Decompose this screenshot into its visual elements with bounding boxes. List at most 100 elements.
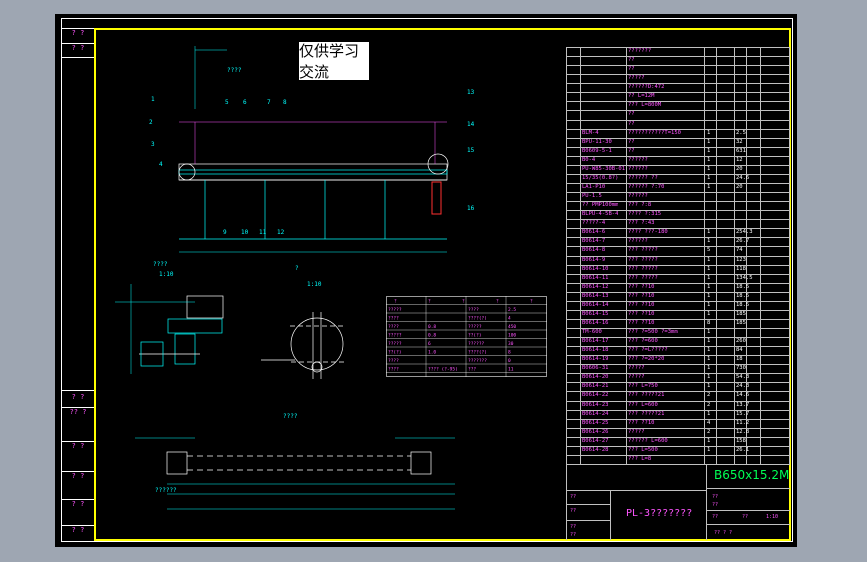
- bom-cell: ??? ??10: [628, 419, 655, 426]
- bom-cell: 11.2: [736, 419, 750, 426]
- tb-label: ??: [712, 514, 719, 520]
- bom-cell: 1: [707, 410, 711, 417]
- bom-cell: 1: [707, 129, 711, 136]
- bom-cell: ??? L=750: [628, 383, 658, 390]
- bom-cell: 185: [736, 310, 746, 317]
- bom-cell: 158: [736, 437, 746, 444]
- bom-cell: B0614-8: [582, 247, 606, 254]
- bom-cell: ??? L=600: [628, 401, 658, 408]
- bom-cell: ??????: [628, 193, 648, 200]
- spec-cell: ????: [388, 324, 399, 330]
- bom-row: B0614-11 ??? ????? 1 134.5: [566, 273, 790, 283]
- bom-cell: 18.5: [736, 292, 750, 299]
- bom-cell: 1: [707, 292, 711, 299]
- bom-cell: ?????? ?:70: [628, 183, 665, 190]
- bom-cell: ??? ??10: [628, 292, 655, 299]
- bom-cell: B0614-24: [582, 410, 609, 417]
- bom-cell: 1: [707, 229, 711, 236]
- bom-cell: 2: [707, 401, 711, 408]
- spec-cell: ???: [468, 367, 476, 373]
- bom-cell: ??? L=500: [628, 446, 658, 453]
- bom-cell: 12.8: [736, 428, 750, 435]
- bom-cell: ??: [628, 57, 635, 64]
- bom-cell: 1: [707, 147, 711, 154]
- bom-cell: ??? ?????: [628, 256, 658, 263]
- spec-cell: 30: [508, 341, 514, 347]
- bom-cell: B0614-23: [582, 401, 609, 408]
- bom-cell: 254.3: [736, 229, 753, 236]
- bom-cell: ??: [628, 111, 635, 118]
- bom-cell: B0614-11: [582, 274, 609, 281]
- left-cell: ? ?: [62, 471, 94, 480]
- plan-bottom-label: ??????: [155, 487, 177, 494]
- spec-cell: 0.8: [428, 324, 436, 330]
- bom-cell: 74: [736, 247, 743, 254]
- left-cell: ? ?: [62, 441, 94, 450]
- bom-cell: TM-600: [582, 329, 602, 336]
- bom-cell: 134.5: [736, 274, 753, 281]
- bom-cell: ?????: [628, 428, 645, 435]
- bom-cell: LA1-P10: [582, 183, 606, 190]
- bom-cell: B0614-18: [582, 347, 609, 354]
- bom-row: ??? L=800M: [566, 101, 790, 110]
- callout-label: 1: [151, 96, 155, 103]
- bom-row: ??: [566, 119, 790, 129]
- spec-cell: 1.0: [428, 350, 436, 356]
- bom-cell: 12: [736, 156, 743, 163]
- spec-cell: ????: [388, 358, 399, 364]
- bom-cell: ?????: [628, 365, 645, 372]
- bom-cell: 1: [707, 338, 711, 345]
- elevation-view: [178, 46, 449, 253]
- callout-label: 6: [243, 99, 247, 106]
- bom-cell: B0614-13: [582, 292, 609, 299]
- bom-cell: ??? ?=L?????: [628, 347, 668, 354]
- detail-b: [261, 312, 345, 379]
- bom-cell: ??: [628, 66, 635, 73]
- bom-cell: ?? PMP100mm: [582, 202, 619, 209]
- bom-cell: 1: [707, 329, 711, 336]
- bom-row: ?? PMP100mm??? ?:8: [566, 201, 790, 210]
- bom-cell: 26.7: [736, 238, 750, 245]
- bom-cell: BPU-11-30: [582, 138, 612, 145]
- callout-label: 10: [241, 229, 249, 236]
- sheet-info: ?? ? ?: [714, 530, 733, 536]
- bom-cell: PU-W85-30B-01: [582, 165, 626, 172]
- detail-a-scale: 1:10: [159, 271, 174, 278]
- spec-cell: 4: [508, 316, 511, 322]
- bom-cell: ?????? ??: [628, 174, 658, 181]
- tb-label: ??: [712, 494, 719, 500]
- spec-cell: ????: [388, 367, 399, 373]
- bom-cell: 123: [736, 256, 746, 263]
- bom-cell: ?????: [628, 374, 645, 381]
- bom-cell: ??? ?????: [628, 265, 658, 272]
- bom-cell: 1: [707, 156, 711, 163]
- spec-header: ?: [462, 299, 465, 305]
- spec-cell: 2.5: [508, 307, 516, 313]
- bom-cell: 5: [707, 247, 711, 254]
- left-cell: ? ?: [71, 393, 85, 401]
- bom-cell: B0614-17: [582, 338, 609, 345]
- bom-cell: ??? ?????: [628, 274, 658, 281]
- bom-cell: ??? ?????21: [628, 392, 665, 399]
- bom-cell: 1: [707, 274, 711, 281]
- bom-cell: 18.5: [736, 301, 750, 308]
- bom-cell: B0614-9: [582, 256, 606, 263]
- bom-cell: B0614-16: [582, 319, 609, 326]
- callout-label: 15: [467, 147, 475, 154]
- bom-row: ??? L=8: [566, 454, 790, 464]
